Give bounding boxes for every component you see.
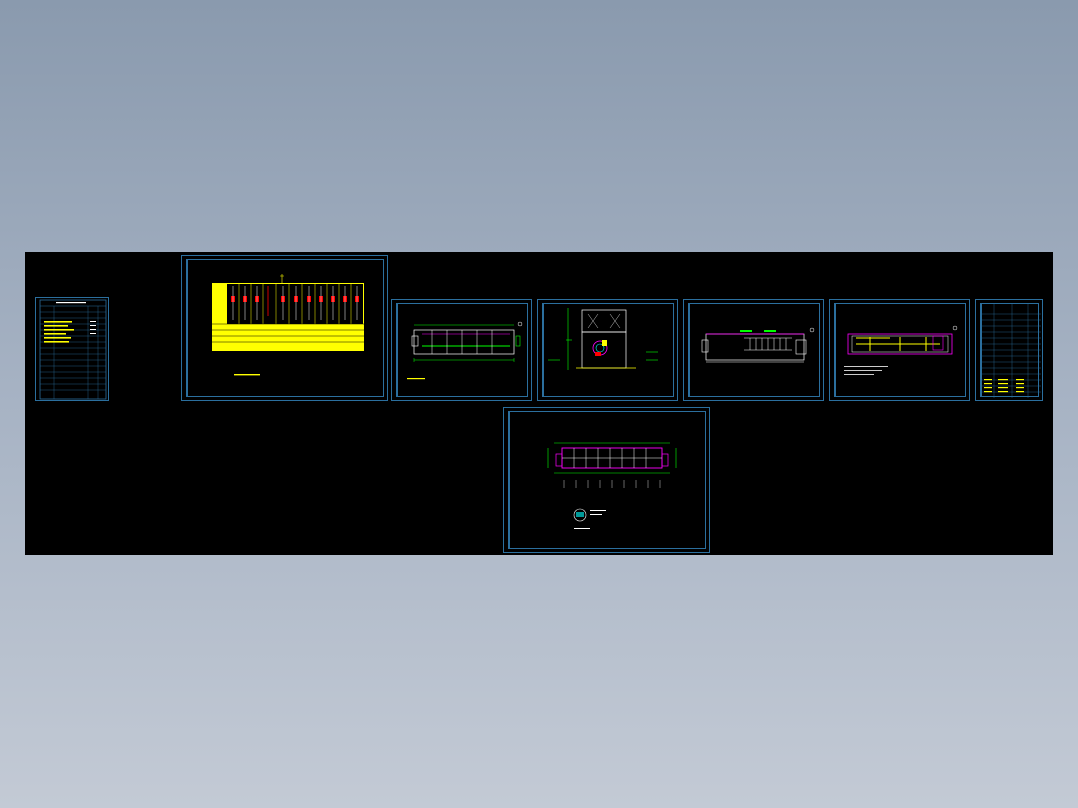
grounding-plan-graphic — [547, 442, 677, 529]
sheet-plan-2[interactable] — [683, 299, 824, 401]
sheet-material-table[interactable] — [975, 299, 1043, 401]
sheet-grounding-plan[interactable] — [503, 407, 710, 553]
sheet-cover-list[interactable] — [35, 297, 109, 401]
cad-model-space[interactable] — [25, 252, 1053, 555]
floor-plan-2-graphic — [701, 327, 815, 363]
sheet-plan-1[interactable] — [391, 299, 532, 401]
single-line-diagram-graphic — [212, 274, 364, 376]
sheet-plan-3[interactable] — [829, 299, 970, 401]
sheet-section[interactable] — [537, 299, 678, 401]
floor-plan-1-graphic — [407, 321, 523, 380]
material-table-graphic — [982, 303, 1041, 398]
section-graphic — [548, 308, 658, 370]
floor-plan-3-graphic — [844, 325, 958, 375]
index-table-graphic — [39, 299, 107, 400]
sheet-distribution-diagram[interactable] — [181, 255, 388, 401]
